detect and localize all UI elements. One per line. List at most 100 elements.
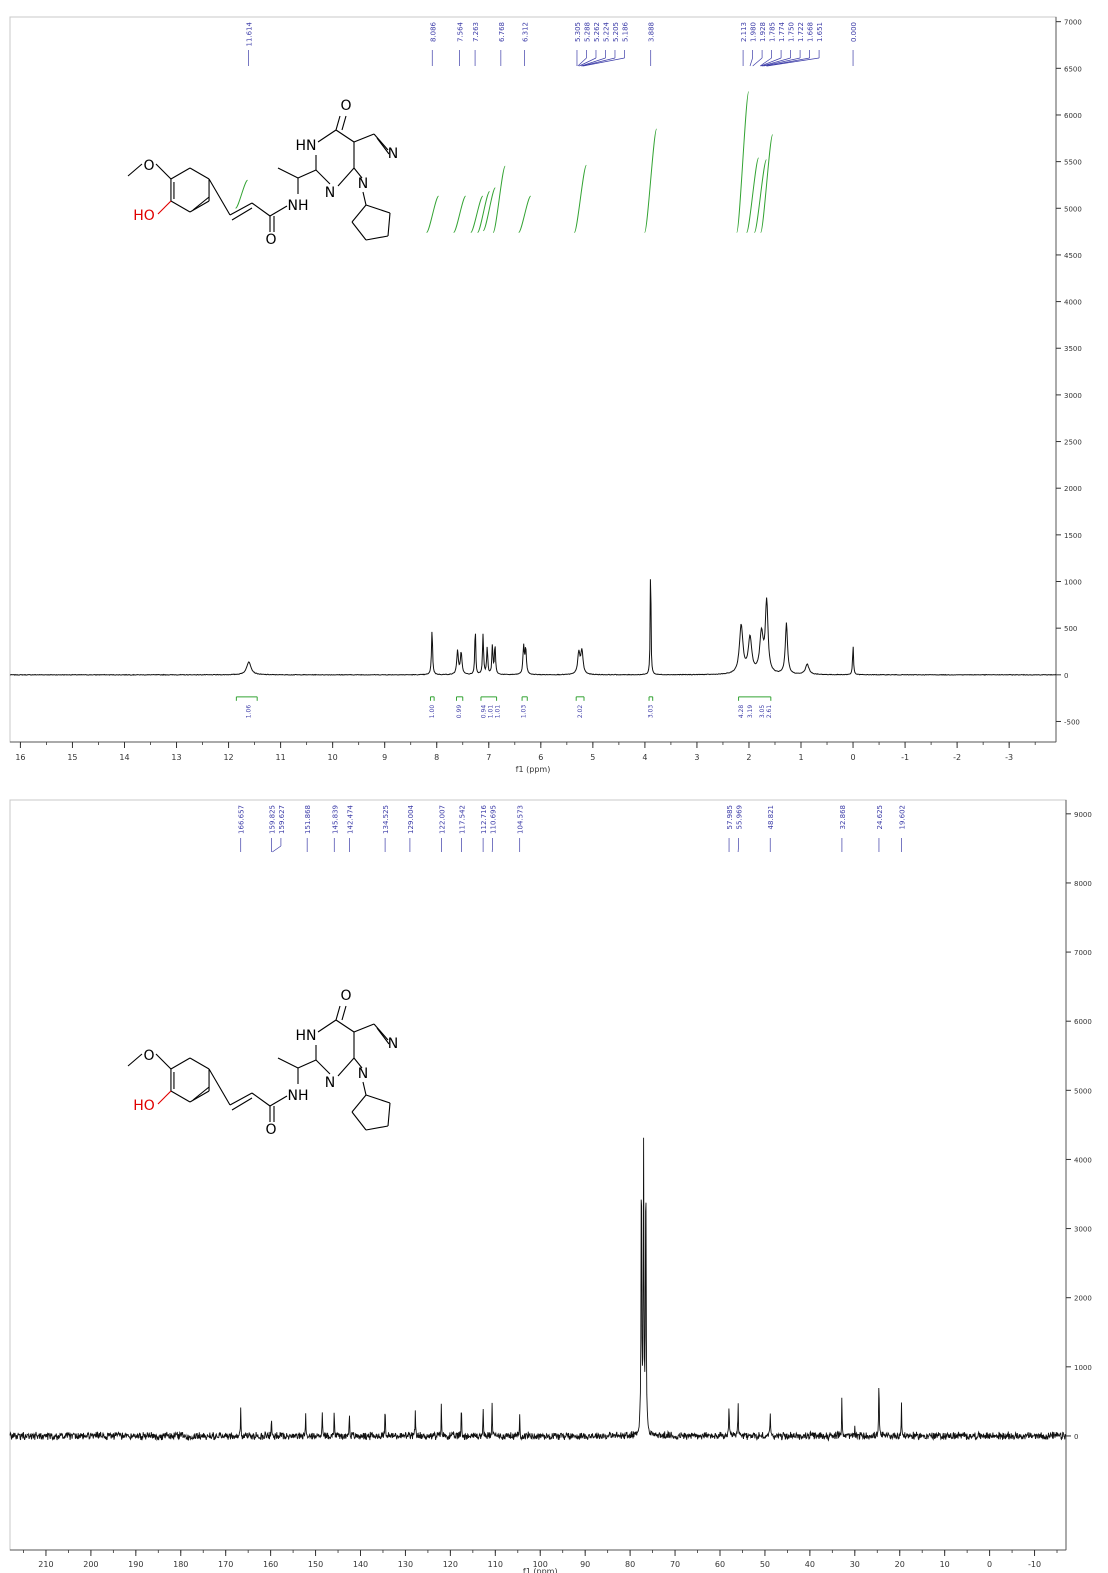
c-x-tick-label: 0 bbox=[987, 1560, 992, 1569]
h-peak-leader bbox=[760, 57, 782, 67]
c-peak-label: 55.969 bbox=[736, 805, 744, 830]
h-integral-curve bbox=[746, 157, 760, 234]
hydroxy-bond bbox=[157, 1090, 172, 1105]
c-x-tick-label: 120 bbox=[443, 1560, 458, 1569]
c-x-tick-label: 140 bbox=[353, 1560, 368, 1569]
amide-nh-label: NH bbox=[288, 1088, 309, 1104]
h-integration-value: 4.28 bbox=[738, 705, 745, 719]
h-peak-leader bbox=[581, 57, 606, 67]
benzene-ring-bond bbox=[170, 200, 191, 213]
h-y-tick-label: 500 bbox=[1064, 625, 1077, 633]
h-integral-curve bbox=[477, 190, 491, 234]
h-y-tick-label: 1500 bbox=[1064, 532, 1082, 540]
h-x-tick-label: 10 bbox=[328, 753, 338, 762]
c-x-tick-label: -10 bbox=[1028, 1560, 1041, 1569]
h-x-tick-label: 2 bbox=[746, 753, 751, 762]
h-peak-leader bbox=[583, 57, 625, 67]
benzene-double-bond bbox=[192, 1086, 210, 1101]
h-x-tick-label: 15 bbox=[67, 753, 77, 762]
pyrimidine-n-label: N bbox=[325, 185, 335, 201]
amide-bond bbox=[269, 205, 288, 217]
h-y-tick-label: 0 bbox=[1064, 672, 1068, 680]
c-y-tick-label: 2000 bbox=[1074, 1295, 1092, 1303]
h-peak-leader bbox=[763, 57, 801, 67]
h-peak-leader bbox=[577, 57, 587, 67]
c-x-tick-label: 150 bbox=[308, 1560, 323, 1569]
ring-bond bbox=[335, 1019, 355, 1033]
pyrazole-bond bbox=[373, 133, 389, 151]
methyl-bond bbox=[277, 1057, 299, 1069]
h-peak-label: 11.614 bbox=[246, 21, 254, 46]
h-integral-curve bbox=[426, 195, 440, 234]
pyrazole-bond bbox=[373, 1023, 389, 1041]
ring-bond bbox=[315, 169, 331, 185]
pyrimidine-n-label: N bbox=[325, 1075, 335, 1091]
h-peak-label: 1.928 bbox=[759, 22, 767, 42]
h-integration-value: 1.03 bbox=[521, 705, 528, 719]
ring-carbonyl-bond bbox=[335, 115, 341, 131]
carbonyl-carbon-bond bbox=[251, 1092, 271, 1107]
h-y-tick-label: 6000 bbox=[1064, 112, 1082, 120]
h-x-tick-label: -1 bbox=[901, 753, 909, 762]
cyclopentyl-ring-bond bbox=[387, 212, 391, 237]
c-spectrum-line bbox=[9, 1137, 1067, 1442]
c-x-tick-label: 30 bbox=[850, 1560, 860, 1569]
h-y-tick-label: 4500 bbox=[1064, 252, 1082, 260]
methoxy-bond bbox=[155, 163, 172, 180]
h-peak-label: 0.000 bbox=[850, 22, 858, 42]
h-integration-value: 2.02 bbox=[577, 705, 584, 719]
c-nmr-structure: O HO NH O HN O N N N bbox=[127, 988, 398, 1138]
vinyl-bond bbox=[208, 1068, 231, 1106]
benzene-ring-bond bbox=[170, 1057, 191, 1070]
h-y-tick-label: 3500 bbox=[1064, 345, 1082, 353]
carbonyl-carbon-bond bbox=[251, 202, 271, 217]
c-x-axis-label: f1 (ppm) bbox=[523, 1567, 558, 1573]
ring-attach-bond bbox=[297, 1059, 317, 1069]
h-peak-label: 8.086 bbox=[429, 21, 437, 42]
h-x-tick-label: -2 bbox=[953, 753, 961, 762]
h-peak-label: 7.263 bbox=[472, 22, 480, 42]
methyl-bond bbox=[277, 167, 299, 179]
h-integration-value: 1.01 bbox=[488, 705, 495, 719]
ring-attach-bond bbox=[297, 169, 317, 179]
h-integral-curve bbox=[736, 91, 750, 234]
h-x-tick-label: 8 bbox=[434, 753, 439, 762]
ring-carbonyl-bond bbox=[341, 1005, 347, 1021]
pyrazole-n2-label: N bbox=[388, 1036, 398, 1052]
h-peak-leader bbox=[767, 57, 820, 67]
h-peak-leader bbox=[752, 57, 763, 67]
h-integral-curve bbox=[482, 187, 496, 232]
c-x-tick-label: 160 bbox=[263, 1560, 278, 1569]
vinyl-bond bbox=[208, 178, 231, 216]
cyclopentyl-ring-bond bbox=[365, 1125, 389, 1131]
ring-bond bbox=[315, 1059, 331, 1075]
ring-carbonyl-bond bbox=[341, 115, 347, 131]
h-peak-label: 5.186 bbox=[621, 21, 629, 42]
h-peak-label: 3.888 bbox=[648, 22, 656, 42]
h-y-tick-label: 2500 bbox=[1064, 439, 1082, 447]
c-x-tick-label: 40 bbox=[805, 1560, 815, 1569]
h-x-tick-label: 9 bbox=[382, 753, 387, 762]
vinyl-double-bond bbox=[231, 1097, 253, 1111]
methyl-bond bbox=[127, 1053, 143, 1067]
cyclopentyl-ring-bond bbox=[365, 204, 391, 214]
benzene-ring-bond bbox=[189, 167, 210, 180]
h-x-tick-label: 0 bbox=[850, 753, 855, 762]
pyrazole-bond bbox=[353, 167, 363, 179]
h-integration-value: 1.06 bbox=[245, 705, 252, 719]
vinyl-double-bond bbox=[229, 1092, 253, 1106]
pyrazole-double-bond bbox=[376, 1027, 390, 1045]
h-x-tick-label: -3 bbox=[1005, 753, 1013, 762]
cyclopentyl-bond bbox=[362, 1081, 367, 1096]
h-integral-curve bbox=[573, 164, 587, 234]
h-peak-label: 1.785 bbox=[769, 22, 777, 42]
cyclopentyl-ring-bond bbox=[351, 1111, 367, 1131]
c-y-tick-label: 7000 bbox=[1074, 949, 1092, 957]
c-y-tick-label: 1000 bbox=[1074, 1364, 1092, 1372]
h-integration-value: 3.05 bbox=[759, 705, 766, 719]
h-y-tick-label: 3000 bbox=[1064, 392, 1082, 400]
ring-bond bbox=[335, 129, 355, 143]
c-x-tick-label: 200 bbox=[83, 1560, 98, 1569]
